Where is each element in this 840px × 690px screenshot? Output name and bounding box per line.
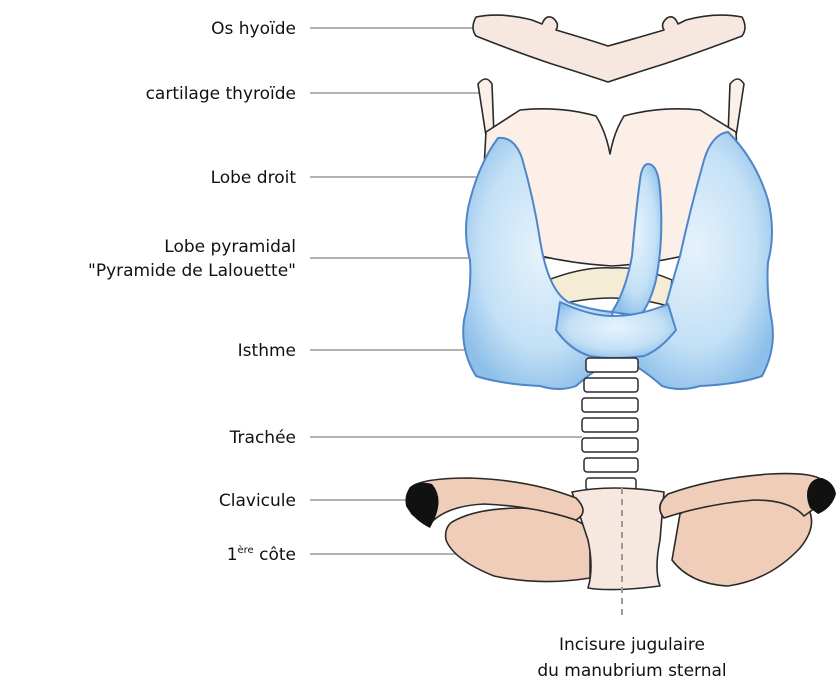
label-clavicle: Clavicule bbox=[219, 491, 296, 511]
tracheal-ring bbox=[582, 398, 638, 412]
tracheal-ring bbox=[582, 438, 638, 452]
first-rib-left bbox=[672, 498, 812, 586]
label-isthmus: Isthme bbox=[238, 341, 296, 361]
trachea bbox=[582, 358, 638, 490]
label-right-lobe: Lobe droit bbox=[211, 168, 297, 188]
hyoid-bone bbox=[473, 15, 745, 82]
label-first-rib: 1ère côte bbox=[227, 544, 296, 565]
clavicle-left-cap bbox=[807, 478, 836, 514]
tracheal-ring bbox=[582, 418, 638, 432]
label-jugular-notch-line2: du manubrium sternal bbox=[537, 661, 726, 681]
label-pyramidal-lobe-line2: "Pyramide de Lalouette" bbox=[88, 261, 296, 281]
thyroid-cartilage-right-horn bbox=[728, 79, 744, 136]
tracheal-ring bbox=[584, 378, 638, 392]
label-first-rib-num: 1 bbox=[227, 545, 238, 565]
label-first-rib-word: côte bbox=[254, 545, 296, 565]
first-rib-right bbox=[446, 508, 590, 582]
label-hyoid: Os hyoïde bbox=[211, 19, 296, 39]
label-first-rib-sup: ère bbox=[238, 544, 254, 556]
tracheal-ring bbox=[586, 358, 638, 372]
label-jugular-notch-line1: Incisure jugulaire bbox=[559, 635, 705, 655]
label-thyroid-cartilage: cartilage thyroïde bbox=[146, 84, 296, 104]
label-trachea: Trachée bbox=[229, 428, 296, 448]
tracheal-ring bbox=[584, 458, 638, 472]
label-pyramidal-lobe-line1: Lobe pyramidal bbox=[164, 237, 296, 257]
